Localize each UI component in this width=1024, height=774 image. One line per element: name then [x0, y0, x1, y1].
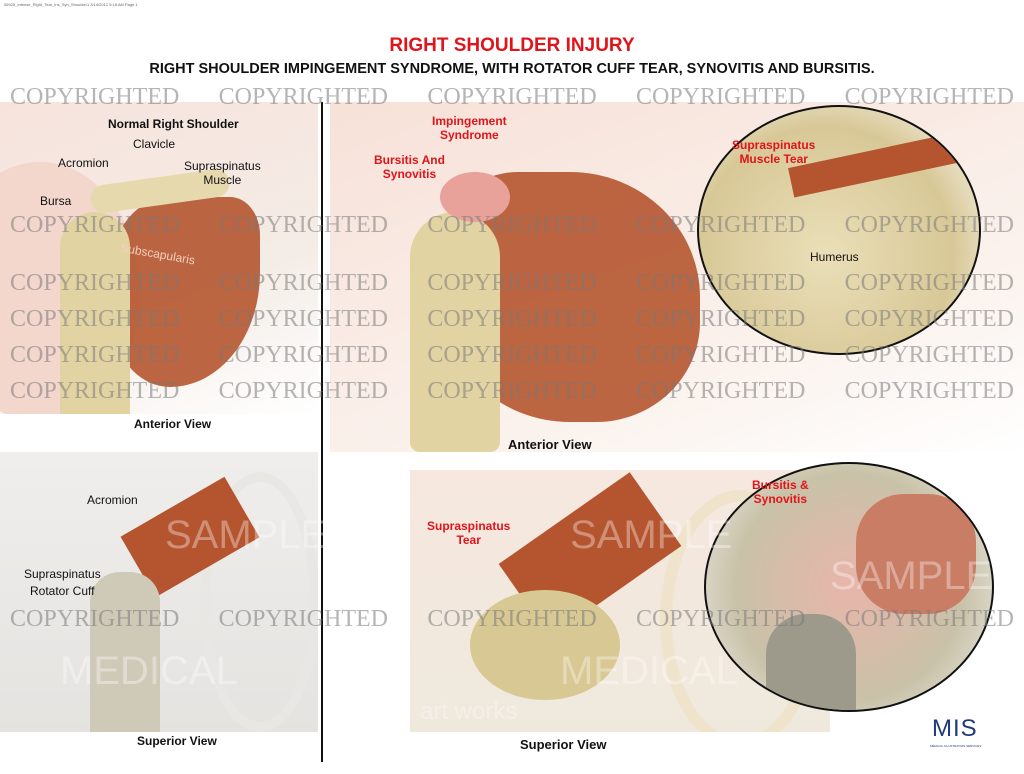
view-label: Superior View	[137, 734, 217, 748]
label-supraspinatus-muscle-tear: Supraspinatus Muscle Tear	[732, 138, 816, 166]
normal-shoulder-heading: Normal Right Shoulder	[108, 117, 239, 131]
injury-anterior-zoom-circle	[697, 105, 981, 355]
label-supraspinatus-superior: Supraspinatus	[24, 567, 101, 581]
label-supraspinatus-tear: Supraspinatus Tear	[427, 519, 511, 547]
normal-superior-illustration	[0, 452, 318, 732]
mis-logo: MIS	[932, 715, 978, 742]
divider	[321, 102, 323, 762]
page-subtitle: RIGHT SHOULDER IMPINGEMENT SYNDROME, WIT…	[149, 61, 875, 77]
label-impingement-syndrome: Impingement Syndrome	[432, 114, 507, 142]
file-header: 06925_Intense_Right_Tear_Ins_Syn_Shoulde…	[4, 2, 138, 7]
label-bursitis-synovitis: Bursitis And Synovitis	[374, 153, 445, 181]
label-acromion: Acromion	[58, 156, 109, 170]
label-bursa: Bursa	[40, 194, 72, 208]
view-label: Superior View	[520, 737, 607, 752]
label-humerus: Humerus	[810, 250, 859, 264]
normal-anterior-illustration	[0, 102, 318, 414]
label-acromion-superior: Acromion	[87, 493, 138, 507]
label-clavicle: Clavicle	[133, 137, 176, 151]
label-supraspinatus-muscle: Supraspinatus Muscle	[184, 159, 261, 187]
view-label: Anterior View	[508, 437, 592, 452]
label-bursitis-synovitis-superior: Bursitis & Synovitis	[752, 478, 809, 506]
injury-superior-zoom-circle	[704, 462, 994, 712]
page-title: RIGHT SHOULDER INJURY	[389, 35, 635, 56]
mis-logo-tagline: MEDICAL ILLUSTRATION SERVICES	[930, 744, 982, 748]
label-rotator-cuff: Rotator Cuff	[30, 584, 95, 598]
view-label: Anterior View	[134, 417, 212, 431]
